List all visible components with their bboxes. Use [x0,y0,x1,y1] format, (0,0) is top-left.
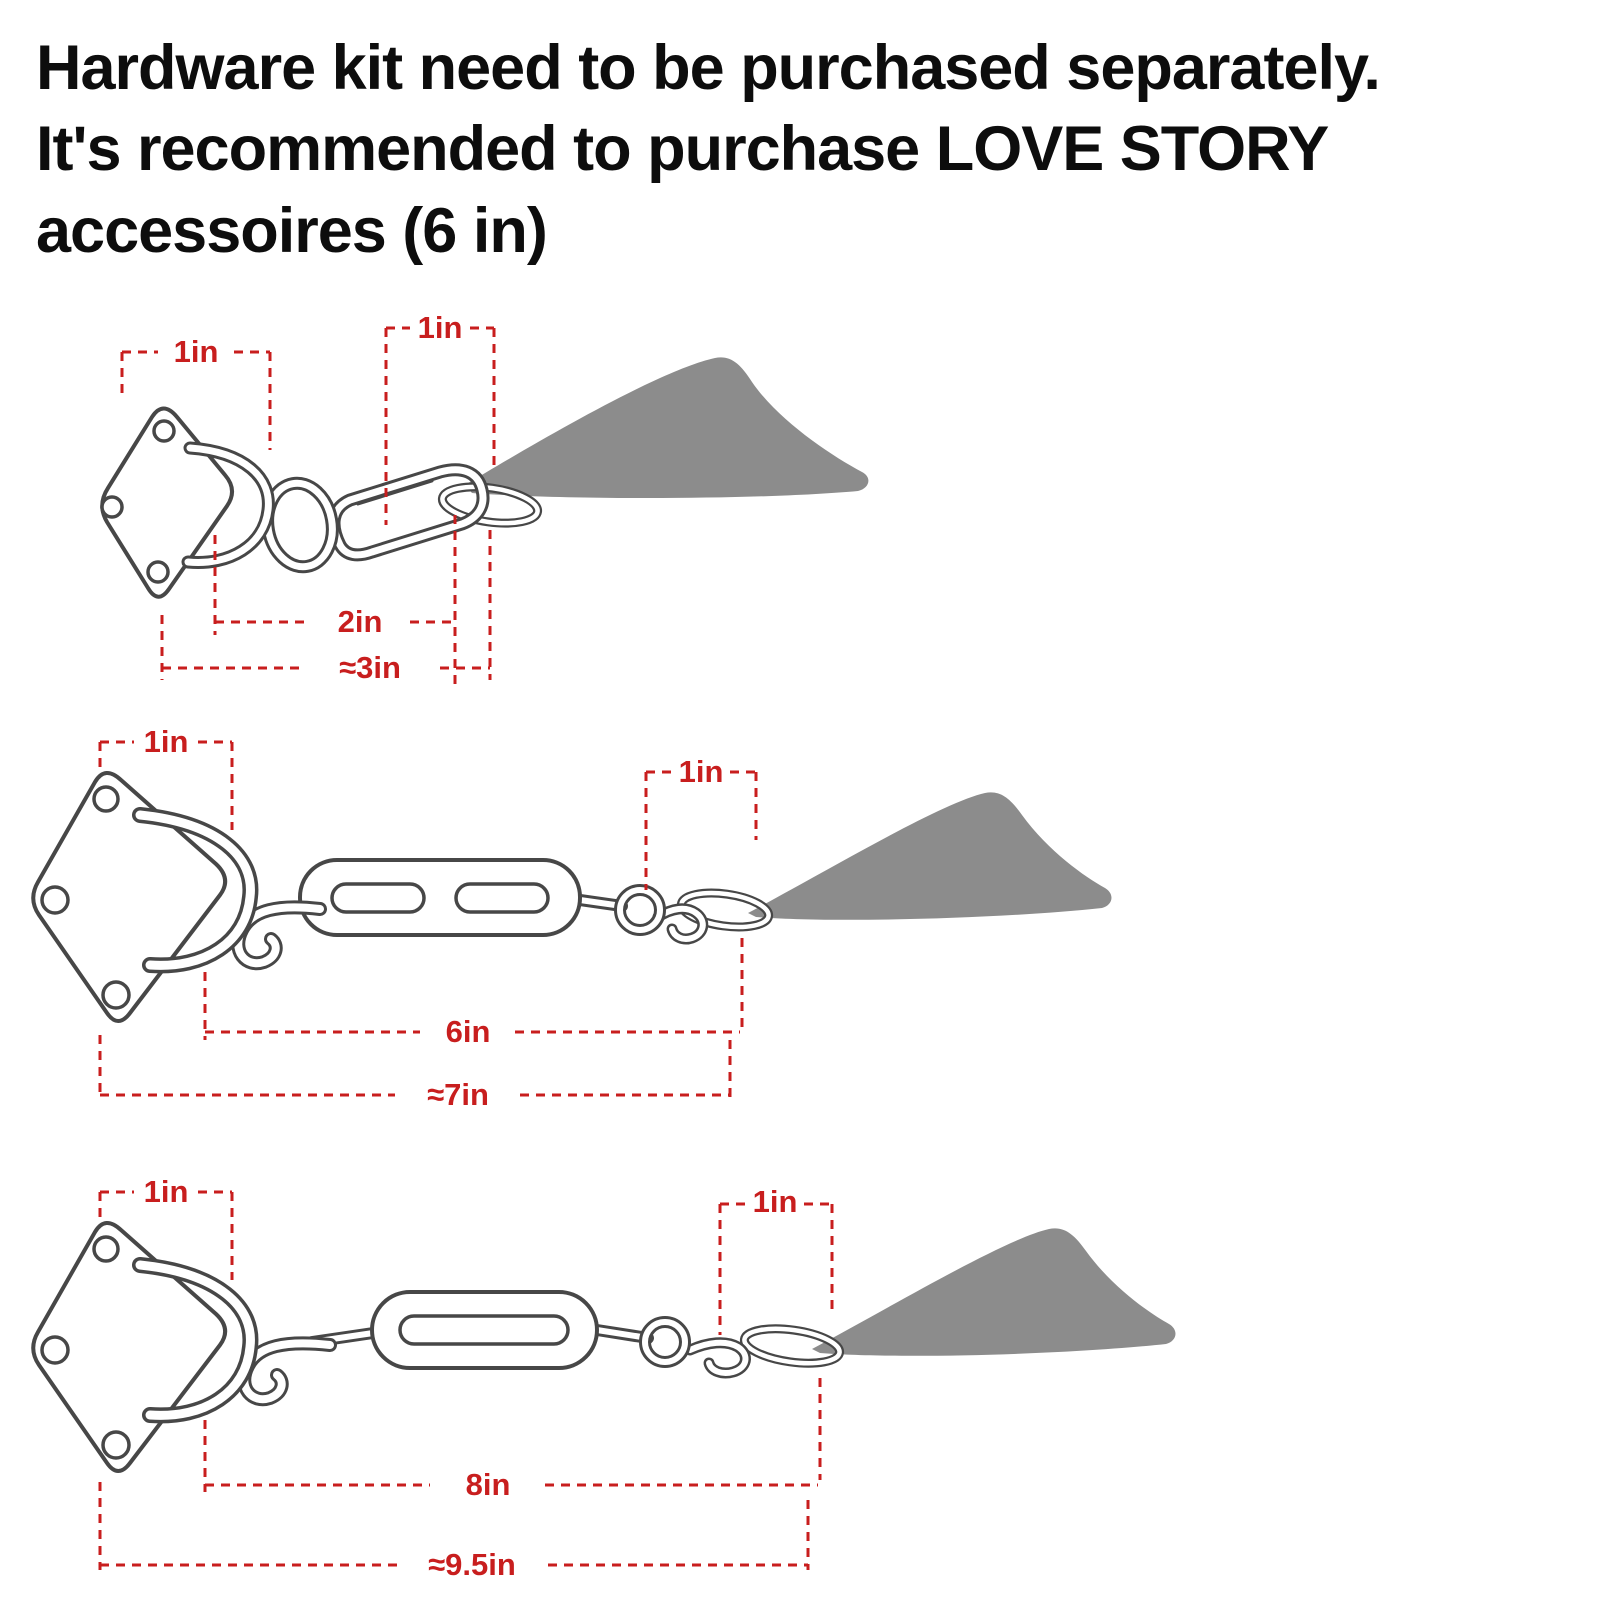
turnbuckle-eye-inner [617,887,663,933]
dim-total-length-label: ≈7in [427,1077,489,1112]
dim-hardware-length-label: 8in [466,1467,511,1502]
pad-eye-bail-inner [135,1260,255,1420]
dim-total-length-label: ≈9.5in [428,1547,516,1582]
carabiner-gate [356,479,434,506]
dimensions: 1in 1in 6in ≈7in [98,724,758,1112]
dim-plate-width-lines [120,350,272,450]
dim-hardware-length-label: 6in [446,1014,491,1049]
title-line-2: It's recommended to purchase LOVE STORY [36,114,1329,185]
pad-eye-plate [31,1221,228,1473]
sail-ring [739,1324,845,1368]
pad-eye-bail-inner [135,810,255,970]
pad-eye [100,406,275,599]
title-line-1: Hardware kit need to be purchased separa… [36,33,1381,103]
dim-plate-width-label: 1in [144,724,189,759]
dim-hook-width-lines [718,1202,834,1335]
dim-total-length-label: ≈3in [339,650,401,685]
dimensions: 1in 1in 2in ≈3in [120,310,496,685]
sail-corner [465,357,869,499]
sail-fabric [812,1228,1176,1356]
dim-hook-width-label: 1in [753,1184,798,1219]
turnbuckle-rod-right-inner [594,1327,651,1341]
dim-plate-width-lines [98,1190,234,1280]
sail-ring-inner [742,1326,842,1366]
turnbuckle-eye-inner [642,1319,688,1365]
pad-eye-bail-inner [184,444,272,566]
dim-total-length-lines [98,1035,732,1098]
diagram-kit-carabiner-3in: 1in 1in 2in ≈3in [100,310,869,685]
pad-eye-hole-top [92,1235,120,1263]
dim-hardware-length-label: 2in [338,604,383,639]
pad-eye-hole-left [40,1335,70,1365]
connector-link-inner [655,905,706,942]
pad-eye-hole-bottom [146,560,170,584]
pad-eye-hole-top [92,785,120,813]
pad-eye-hole-bottom [101,980,131,1010]
dim-hardware-length-lines [213,515,457,685]
dim-plate-width-label: 1in [174,334,219,369]
dim-hardware-length-lines [203,938,744,1040]
sail-fabric [465,357,869,499]
dim-hook-width-lines [644,770,758,890]
carabiner [327,463,490,562]
turnbuckle-slot-right [454,882,550,914]
connector-link [684,1337,751,1379]
pad-eye-hole-left [100,495,124,519]
page-title: Hardware kit need to be purchased separa… [36,28,1556,272]
dimensions: 1in 1in 8in ≈9.5in [98,1174,834,1582]
connector-link-inner [687,1339,749,1376]
carabiner-body-inner [330,466,487,559]
turnbuckle [231,858,666,971]
pad-eye [31,771,259,1023]
turnbuckle-hook-inner [240,1339,334,1404]
title-line-3: accessoires (6 in) [36,195,548,266]
turnbuckle [237,1290,691,1407]
sail-corner [748,792,1112,920]
dim-hook-width-label: 1in [418,310,463,345]
dim-plate-width-label: 1in [144,1174,189,1209]
dim-total-length-lines [160,530,492,680]
pad-eye-hole-top [152,419,176,443]
pad-eye-plate [100,406,234,599]
pad-eye-hole-bottom [101,1430,131,1460]
diagram-kit-turnbuckle-8in: 1in 1in 8in ≈9.5in [31,1174,1176,1582]
sail-corner [812,1228,1176,1356]
sail-ring [437,482,543,528]
turnbuckle-body [298,858,582,937]
pad-eye [31,1221,259,1473]
dim-plate-width-lines [98,740,234,830]
pad-eye-plate [31,771,228,1023]
dim-hardware-length-lines [203,1378,822,1492]
dim-total-length-lines [98,1482,810,1570]
dim-hook-width-label: 1in [679,754,724,789]
turnbuckle-hook-inner [234,903,324,968]
turnbuckle-slot [398,1314,570,1346]
diagram-kit-turnbuckle-6in: 1in 1in 6in ≈7in [31,724,1112,1112]
pad-eye-hole-left [40,885,70,915]
sail-fabric [748,792,1112,920]
sail-ring-inner [440,484,540,526]
turnbuckle-slot-left [330,882,426,914]
connector-link [652,903,709,945]
